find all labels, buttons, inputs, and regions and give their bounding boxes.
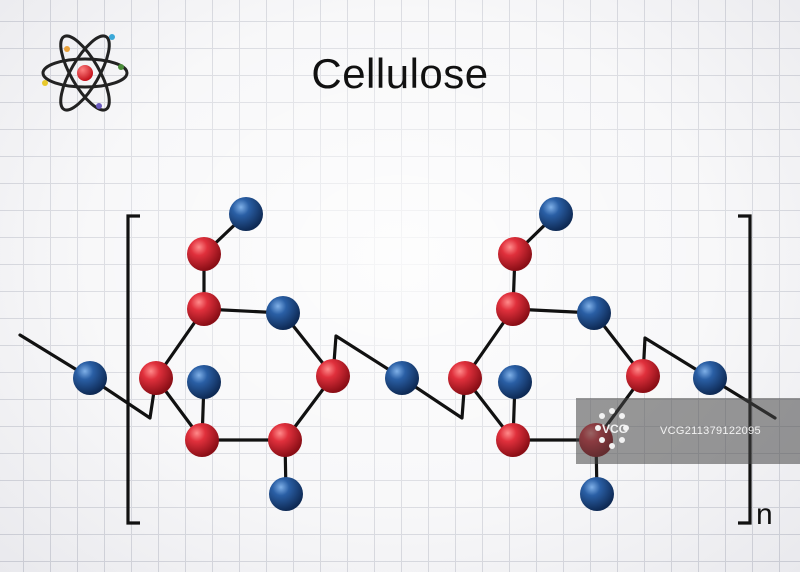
atom-blue: [73, 361, 107, 395]
atom-red: [496, 292, 530, 326]
svg-text:VCG: VCG: [602, 422, 628, 436]
atom-red: [496, 423, 530, 457]
atom-blue: [580, 477, 614, 511]
atom-blue: [187, 365, 221, 399]
atom-red: [498, 237, 532, 271]
atom-blue: [693, 361, 727, 395]
watermark-code: VCG211379122095: [660, 425, 761, 437]
atom-blue: [498, 365, 532, 399]
atom-blue: [577, 296, 611, 330]
atom-blue: [269, 477, 303, 511]
atom-red: [187, 292, 221, 326]
left-bracket: [126, 214, 140, 525]
watermark-logo-icon: VCG: [595, 408, 629, 449]
atom-red: [268, 423, 302, 457]
repeat-subscript: n: [756, 498, 773, 531]
atom-red: [139, 361, 173, 395]
atom-red: [448, 361, 482, 395]
atom-red: [187, 237, 221, 271]
atom-red: [626, 359, 660, 393]
atom-icon: [41, 34, 129, 112]
atom-blue: [266, 296, 300, 330]
page-title: Cellulose: [311, 50, 489, 97]
atom-blue: [385, 361, 419, 395]
atom-red: [316, 359, 350, 393]
blue-atoms: [73, 197, 727, 511]
repeat-brackets: [126, 214, 752, 525]
right-bracket: [738, 214, 752, 525]
atom-blue: [539, 197, 573, 231]
atom-red: [185, 423, 219, 457]
atom-blue: [229, 197, 263, 231]
